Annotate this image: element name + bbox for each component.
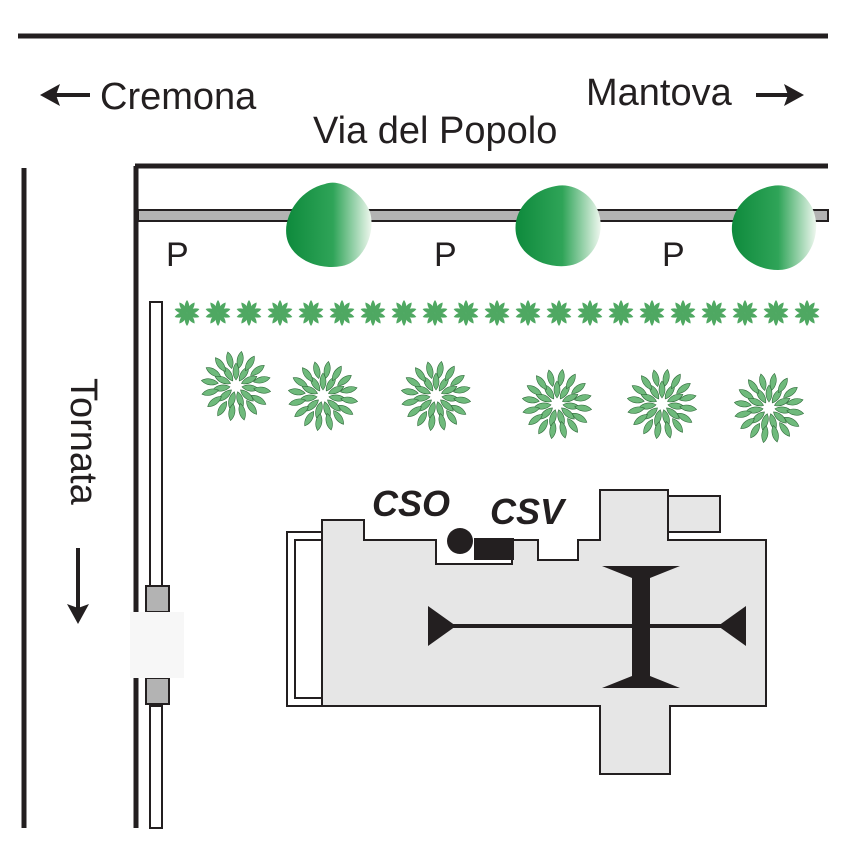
cso-marker-icon (447, 528, 473, 554)
bush-icon (400, 360, 472, 432)
hedge-icon (297, 300, 325, 326)
hedge-icon (204, 300, 232, 326)
hedge-icon (266, 300, 294, 326)
hedge-icon (235, 300, 263, 326)
hedge-icon (700, 300, 728, 326)
street-label-top: Via del Popolo (313, 110, 557, 152)
hedge-row (173, 300, 821, 326)
bush-icon (733, 372, 805, 444)
hedge-icon (328, 300, 356, 326)
bush-icon (626, 368, 698, 440)
building-outline (321, 489, 767, 775)
annex (667, 495, 721, 533)
hedge-icon (793, 300, 821, 326)
hedge-icon (390, 300, 418, 326)
bush-icon (521, 368, 593, 440)
parking-label-1: P (166, 236, 189, 274)
tree-icon (731, 185, 817, 270)
bush-row (200, 350, 805, 444)
direction-left-label: Cremona (100, 76, 257, 118)
altar-cross-icon (428, 566, 746, 688)
bush-icon (287, 360, 359, 432)
gate-post-lower (145, 677, 170, 705)
hedge-icon (762, 300, 790, 326)
cso-label: CSO (372, 483, 450, 524)
arrow-down-icon (67, 548, 89, 624)
gate-opening (130, 612, 184, 678)
direction-right-label: Mantova (586, 72, 733, 114)
csv-marker-icon (474, 538, 514, 560)
street-label-left: Tornata (62, 378, 104, 506)
direction-mantova: Mantova (586, 72, 804, 114)
arrow-right-icon (756, 84, 804, 106)
hedge-icon (452, 300, 480, 326)
csv-label: CSV (490, 491, 567, 532)
tree-icon (515, 185, 601, 267)
fence-rail-top (137, 209, 829, 222)
direction-cremona: Cremona (40, 76, 257, 118)
hedge-icon (421, 300, 449, 326)
hedge-icon (514, 300, 542, 326)
hedge-icon (731, 300, 759, 326)
church-building (286, 489, 767, 775)
bush-icon (200, 350, 272, 422)
gate-post-upper (145, 585, 170, 613)
hedge-icon (607, 300, 635, 326)
hedge-icon (359, 300, 387, 326)
hedge-icon (545, 300, 573, 326)
parking-label-3: P (662, 236, 685, 274)
arrow-left-icon (40, 84, 90, 106)
hedge-icon (669, 300, 697, 326)
fence-rail-left (149, 301, 163, 829)
parking-label-2: P (434, 236, 457, 274)
hedge-icon (173, 300, 201, 326)
hedge-icon (483, 300, 511, 326)
hedge-icon (638, 300, 666, 326)
hedge-icon (576, 300, 604, 326)
tree-icon (286, 182, 372, 267)
